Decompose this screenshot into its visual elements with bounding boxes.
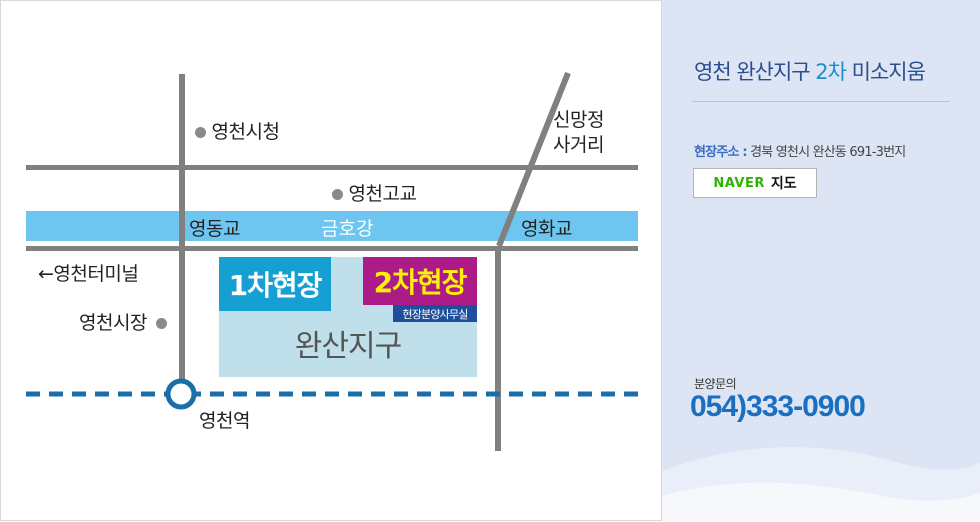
- project-title: 영천 완산지구 2차 미소지움: [694, 56, 926, 86]
- title-accent: 2차: [815, 60, 847, 84]
- address-label: 현장주소 :: [694, 145, 748, 160]
- road-horizontal-top: [26, 165, 638, 170]
- road-horizontal-middle: [26, 246, 638, 251]
- crossroad-label: 신망정 사거리: [553, 108, 604, 158]
- info-panel: 영천 완산지구 2차 미소지움 현장주소 : 경북 영천시 완산동 691-3번…: [662, 0, 980, 521]
- phone-number[interactable]: 054)333-0900: [690, 390, 866, 423]
- river-label: 금호강: [321, 218, 374, 240]
- naver-map-button[interactable]: NAVER 지도: [693, 168, 817, 198]
- crossroad-line2: 사거리: [553, 134, 604, 156]
- site2-block: 2차현장: [363, 257, 477, 305]
- naver-map-label: 지도: [770, 176, 797, 192]
- market-label: 영천시장: [79, 308, 168, 335]
- naver-logo: NAVER: [713, 175, 765, 191]
- title-end: 미소지움: [845, 60, 926, 84]
- left-arrow-icon: ←: [38, 263, 54, 285]
- title-main: 영천 완산지구: [694, 60, 816, 84]
- bridge-left-label: 영동교: [189, 218, 240, 240]
- district-label: 완산지구: [294, 329, 402, 364]
- location-dot-icon: [195, 127, 206, 138]
- city-hall-text: 영천시청: [211, 121, 280, 143]
- location-dot-icon: [332, 189, 343, 200]
- divider: [692, 101, 950, 102]
- sales-office-label: 현장분양사무실: [393, 305, 477, 322]
- location-dot-icon: [156, 318, 168, 329]
- bridge-right-label: 영화교: [521, 218, 572, 240]
- terminal-text: 영천터미널: [53, 263, 139, 285]
- crossroad-line1: 신망정: [553, 109, 604, 131]
- terminal-label: ←영천터미널: [38, 259, 139, 286]
- site1-block: 1차현장: [219, 257, 331, 311]
- city-hall-label: 영천시청: [195, 117, 280, 144]
- market-text: 영천시장: [79, 312, 147, 334]
- address-value: 경북 영천시 완산동 691-3번지: [746, 145, 906, 160]
- station-label: 영천역: [199, 410, 250, 432]
- map-panel: 1차현장 2차현장 현장분양사무실 완산지구 영천시청 영천고교 신망정 사거리…: [0, 0, 662, 521]
- road-vertical-right: [495, 246, 501, 451]
- wave-decoration: [662, 447, 980, 521]
- high-school-text: 영천고교: [348, 183, 417, 205]
- address: 현장주소 : 경북 영천시 완산동 691-3번지: [694, 141, 906, 160]
- road-vertical-left: [179, 74, 185, 396]
- inquiry-label: 분양문의: [694, 377, 737, 391]
- high-school-label: 영천고교: [332, 179, 417, 206]
